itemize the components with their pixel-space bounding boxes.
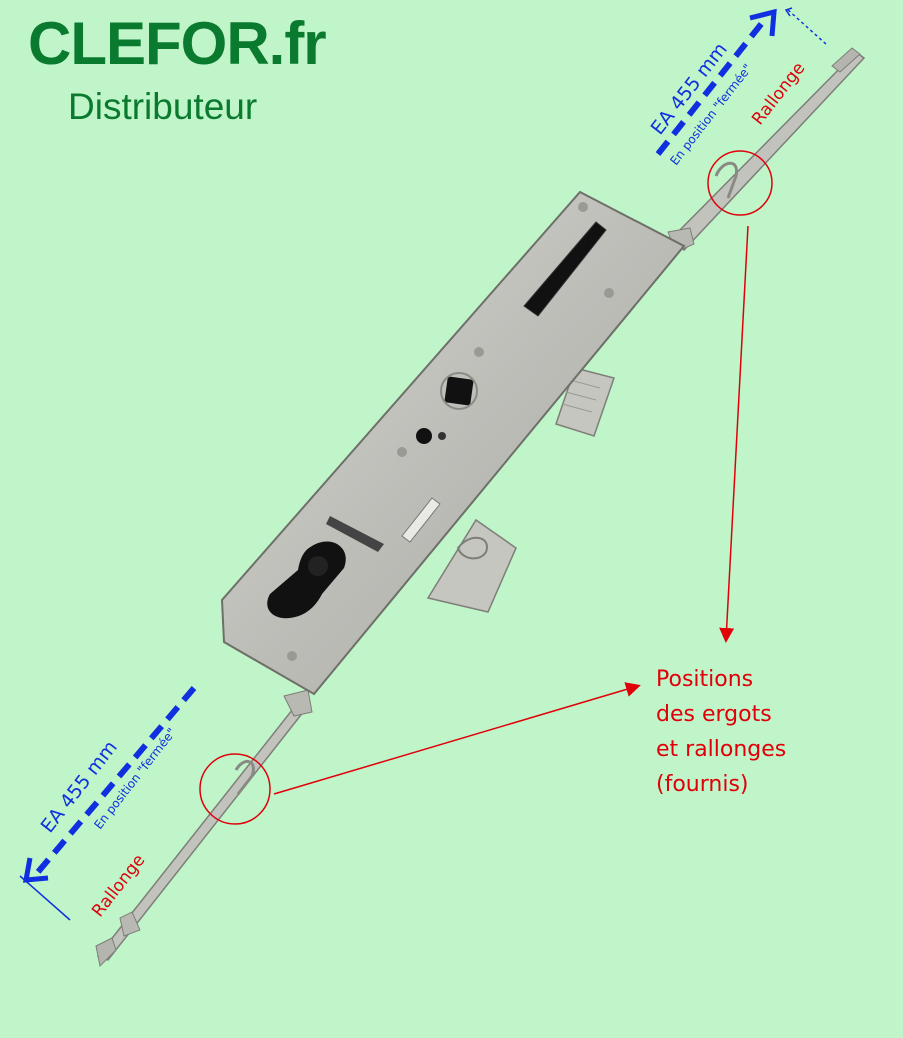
brand-subtitle: Distributeur	[68, 86, 258, 127]
top-dimension-line	[655, 7, 827, 156]
bottom-extension-bar	[95, 689, 313, 968]
square-follower-hole	[444, 376, 474, 406]
highlight-circle-top	[707, 150, 773, 216]
callout-line: (fournis)	[656, 772, 749, 797]
bottom-dimension-line	[19, 686, 197, 921]
latch-plate-upper	[555, 367, 615, 437]
brand-title: CLEFOR.fr	[28, 10, 327, 77]
callout-line: des ergots	[656, 702, 772, 727]
top-dimension-label: EA 455 mm	[647, 39, 732, 140]
latch-plate-lower	[426, 518, 517, 613]
lock-body	[220, 190, 686, 696]
highlight-circle-bottom	[199, 753, 271, 825]
callout-line: Positions	[656, 667, 754, 692]
callout-text: Positions des ergots et rallonges (fourn…	[656, 662, 786, 802]
leader-line-bottom	[273, 682, 641, 795]
leader-line-top	[719, 225, 749, 643]
callout-line: et rallonges	[656, 737, 787, 762]
